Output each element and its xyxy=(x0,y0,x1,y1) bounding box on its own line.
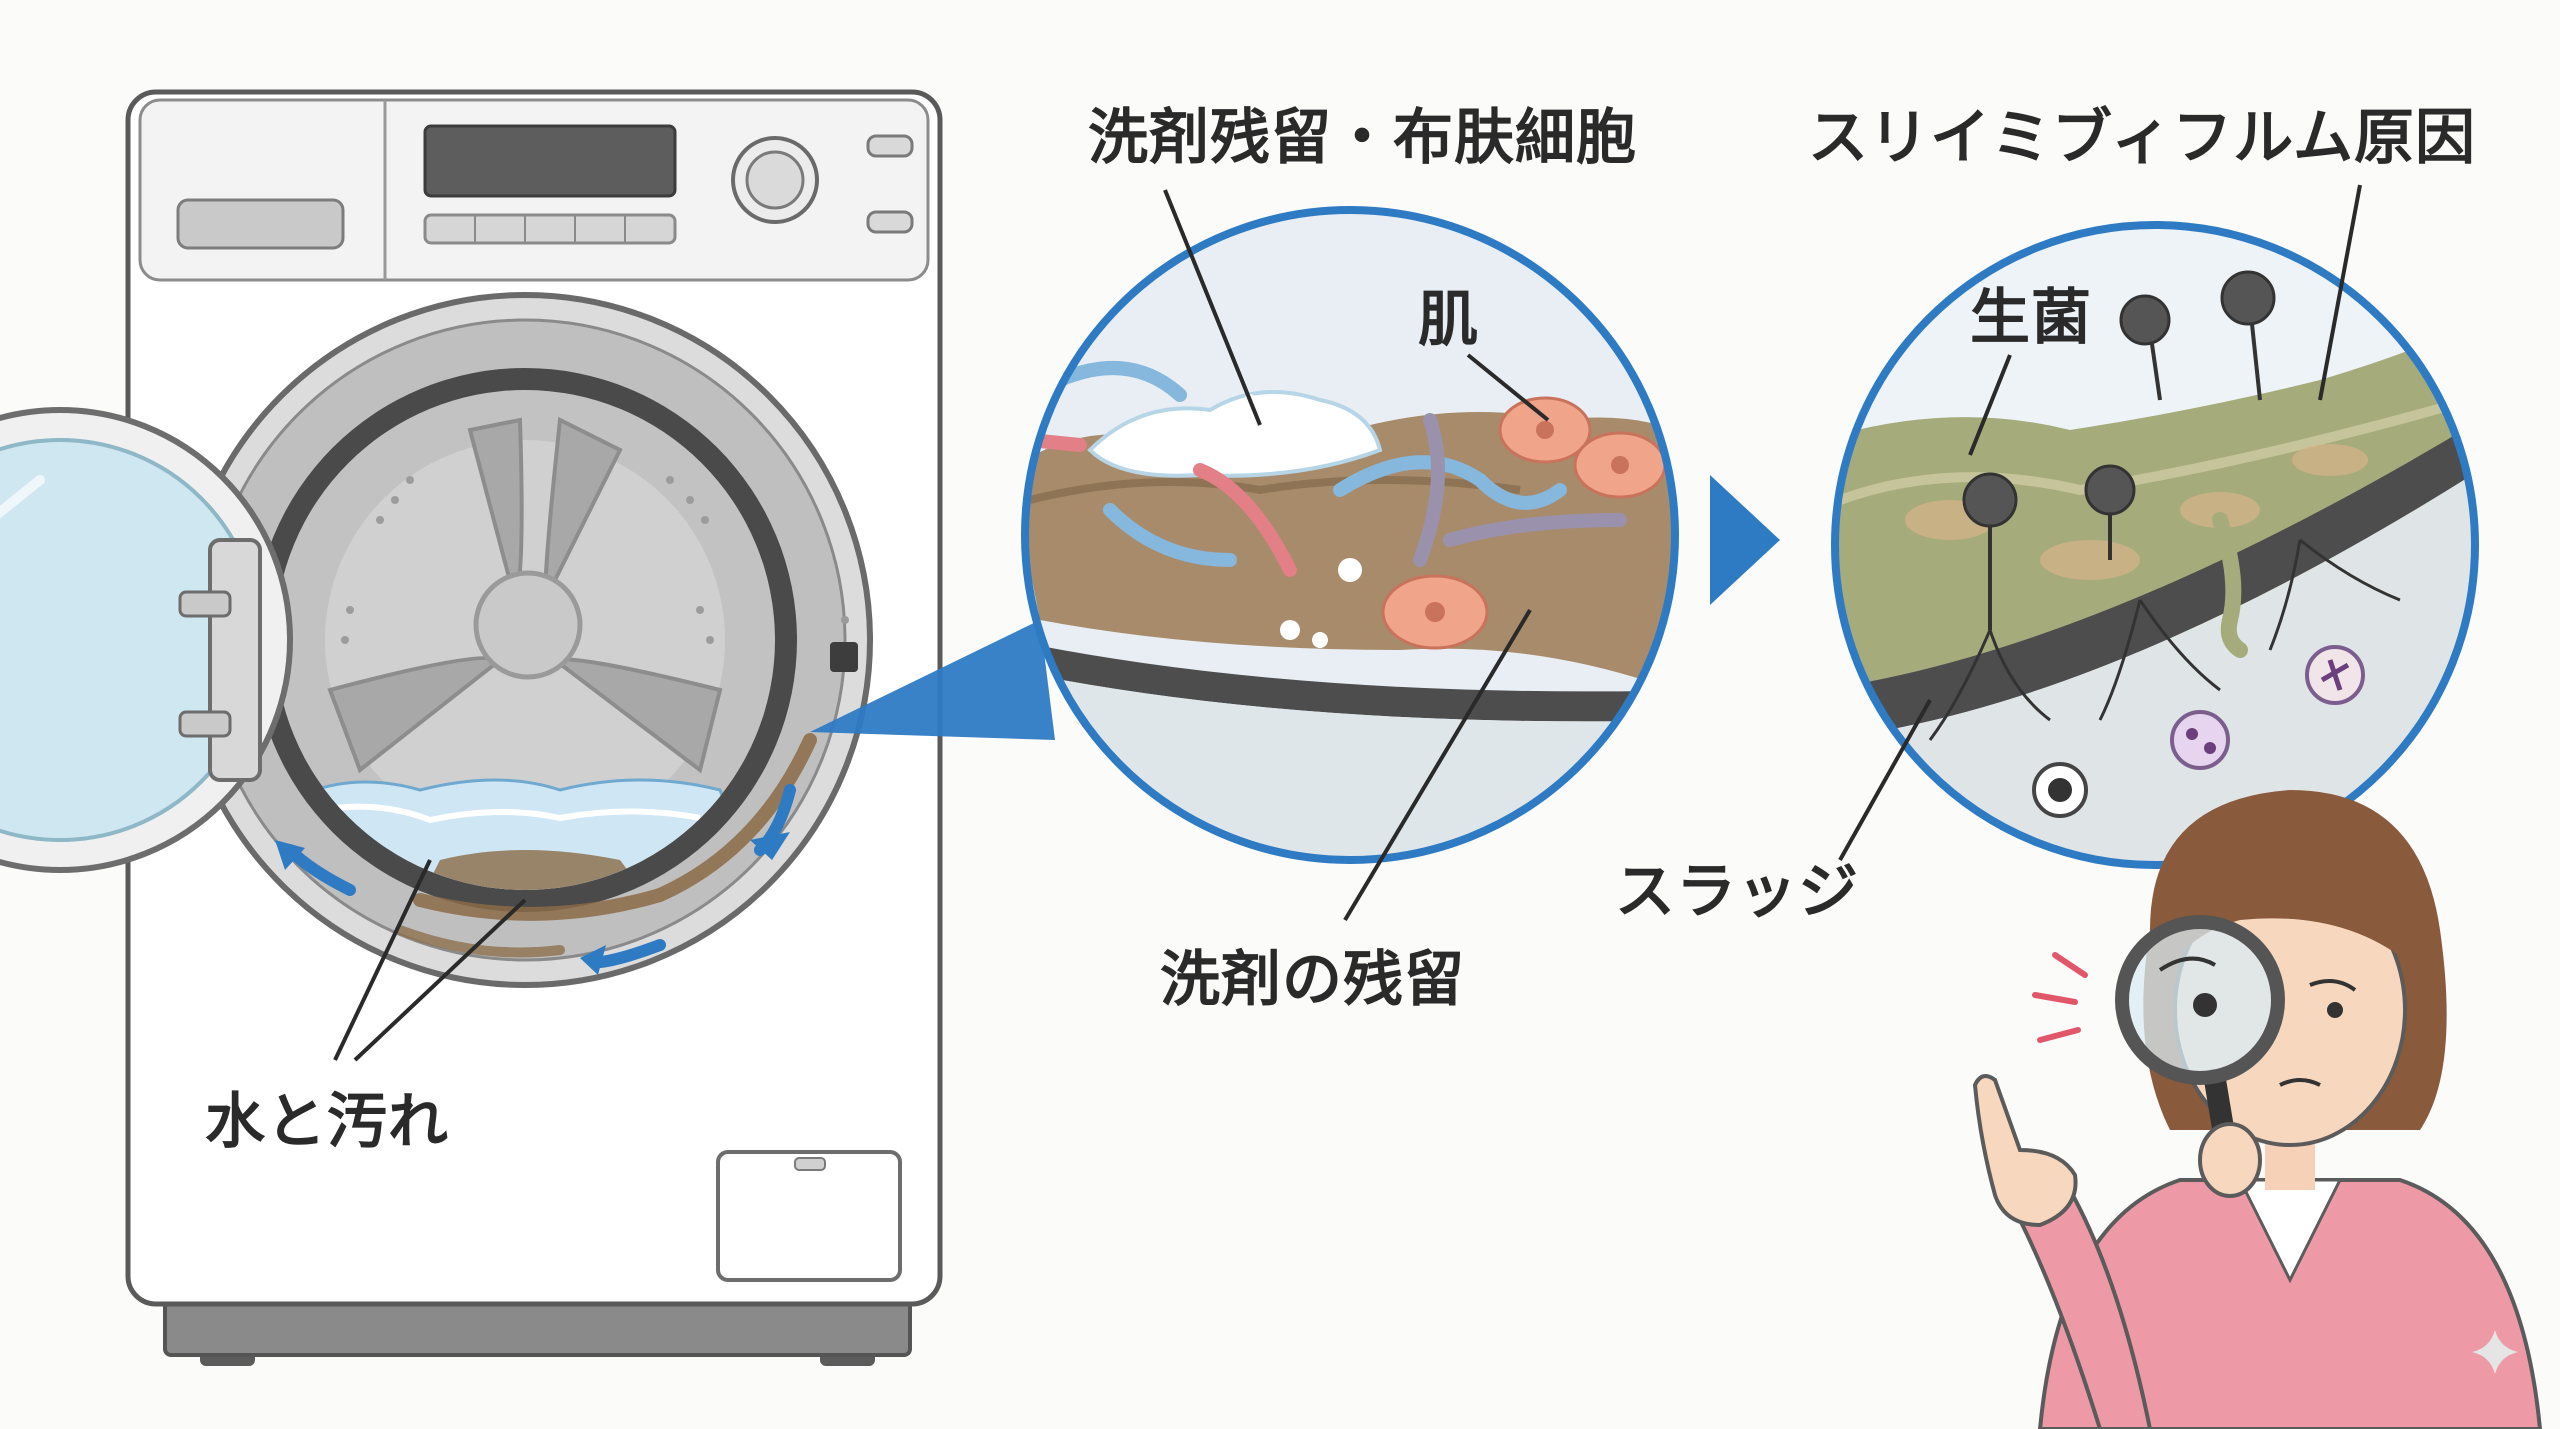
bacteria-icons xyxy=(2032,645,2365,818)
label-slime-biofilm-cause: スリイミブィフルム原因 xyxy=(1808,103,2476,173)
label-detergent-residue-skin-cells: 洗剤残留・布肤細胞 xyxy=(1088,103,1637,173)
label-sludge: スラッジ xyxy=(1615,857,1859,927)
label-fungus: 生菌 xyxy=(1970,283,2092,353)
sparkle-icon xyxy=(2472,1330,2518,1374)
zoom-circle-biofilm xyxy=(1831,221,2479,869)
water-leader-lines xyxy=(333,859,527,1062)
label-water-dirt: 水と汚れ xyxy=(205,1087,449,1157)
circle1-leader-lines xyxy=(1163,189,1550,922)
label-skin: 肌 xyxy=(1418,285,1479,355)
zoom-circle-detergent xyxy=(1021,206,1679,864)
arrow-right-icon xyxy=(1710,475,1780,605)
washing-machine xyxy=(0,89,943,1366)
woman-with-magnifying-glass-icon xyxy=(1972,790,2543,1429)
label-detergent-residue: 洗剤の残留 xyxy=(1160,945,1465,1015)
zoom-wedge xyxy=(810,620,1055,740)
circle2-leader-lines xyxy=(1838,184,2362,861)
